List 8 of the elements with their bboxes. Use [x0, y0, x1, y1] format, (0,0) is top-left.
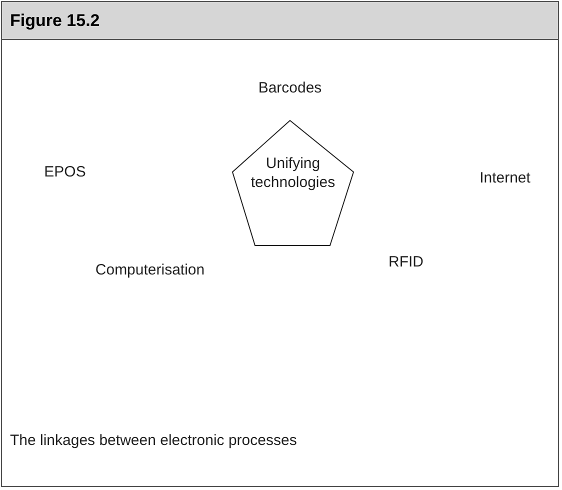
- item-label: RFID: [388, 252, 424, 272]
- node-text: Unifying technologies: [250, 154, 336, 192]
- figure-title: Figure 15.2: [2, 2, 558, 40]
- item-label: Barcodes: [258, 78, 322, 98]
- item-label: Computerisation: [95, 260, 205, 280]
- item-label: Internet: [480, 168, 530, 188]
- figure-caption: The linkages between electronic processes: [10, 431, 297, 450]
- item-label: EPOS: [44, 162, 86, 182]
